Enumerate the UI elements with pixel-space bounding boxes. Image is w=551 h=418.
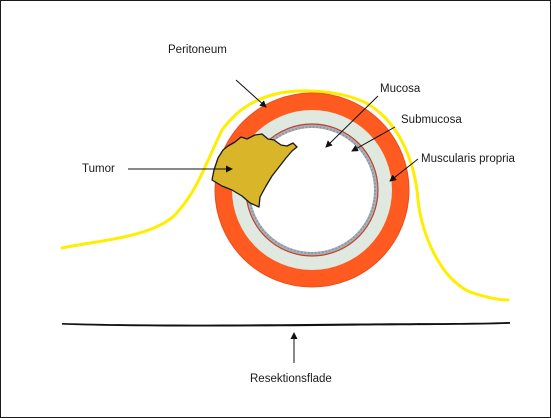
resection-label: Resektionsflade [250,374,332,386]
resection-plane-line [62,322,510,327]
peritoneum-label: Peritoneum [168,45,227,57]
muscularis-label: Muscularis propria [421,154,515,166]
submucosa-label: Submucosa [401,115,462,127]
mucosa-label: Mucosa [380,84,420,96]
tumor-label: Tumor [82,164,115,176]
